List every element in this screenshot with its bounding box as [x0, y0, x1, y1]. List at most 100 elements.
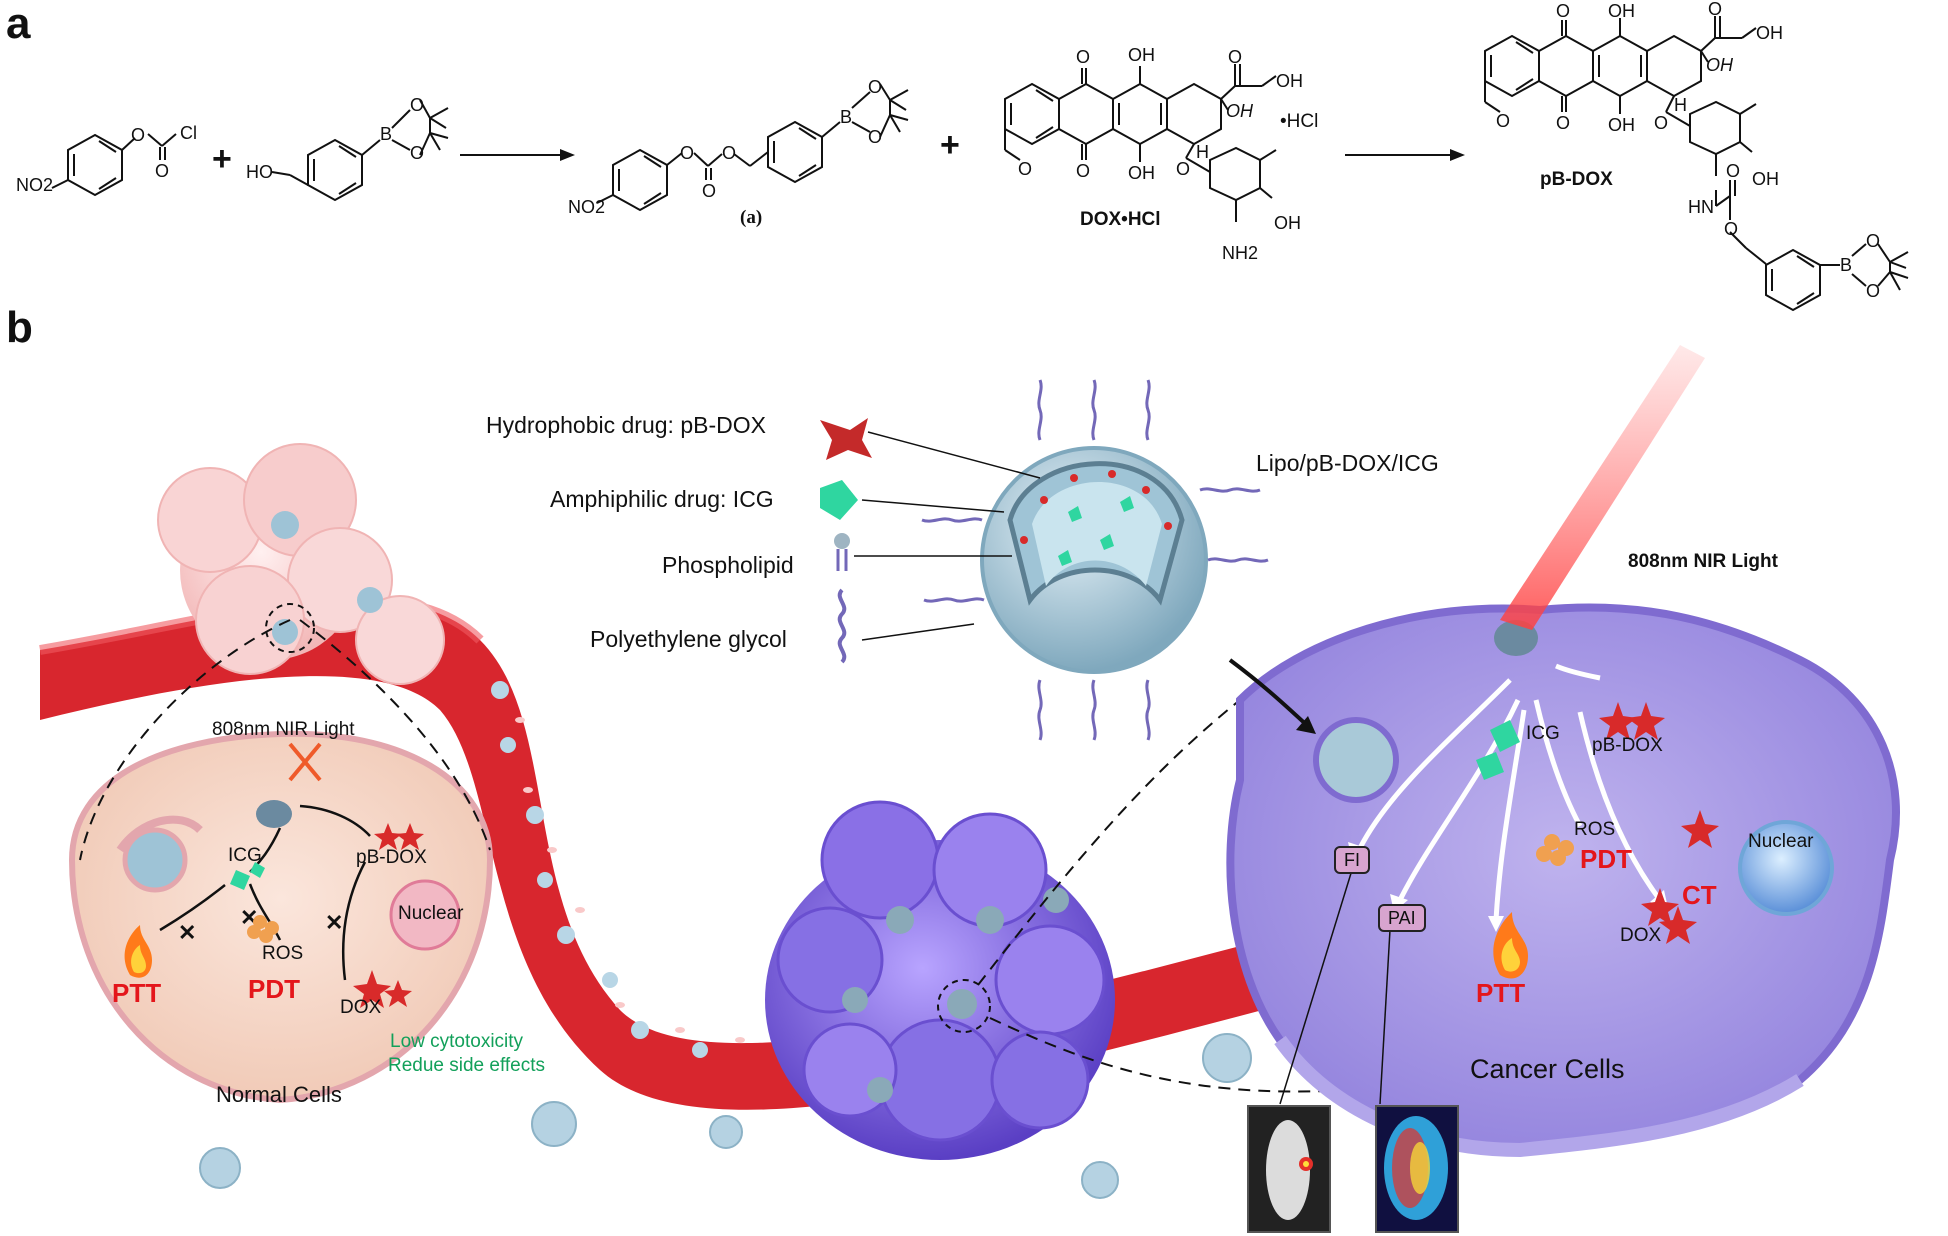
- legend-leader-lines: [854, 431, 1041, 641]
- reagent2-o-top: O: [410, 95, 425, 115]
- intermediate-o3: O: [722, 143, 737, 163]
- cancer-ptt-label: PTT: [1476, 978, 1526, 1008]
- blood-vessel: [40, 600, 1300, 1110]
- legend-amphiphilic: Amphiphilic drug: ICG: [550, 486, 774, 512]
- reduce-side-effects-label: Redue side effects: [388, 1055, 546, 1076]
- cancer-cell: [1226, 603, 1900, 1158]
- reaction-arrow-1-head: [560, 149, 575, 161]
- product-oh-ring: OH: [1706, 55, 1733, 75]
- cancer-pbdox-label: pB-DOX: [1592, 735, 1663, 756]
- reagent1-chloro: Cl: [180, 123, 197, 143]
- blocked-light-cross: [288, 742, 322, 782]
- product-o7: O: [1724, 219, 1739, 239]
- intermediate-bo2: O: [868, 127, 883, 147]
- product-boron: B: [1840, 255, 1853, 275]
- panel-letter-a: a: [6, 0, 31, 48]
- product-oh-top: OH: [1608, 1, 1635, 21]
- reagent2-hydroxyl: HO: [246, 162, 273, 182]
- dox-o5: O: [1176, 159, 1191, 179]
- product-hn: HN: [1688, 197, 1714, 217]
- plus-sign-2: +: [940, 126, 960, 164]
- intermediate-bo1: O: [868, 77, 883, 97]
- normal-tissue-cluster: [157, 443, 445, 685]
- product-oh-mid: OH: [1608, 115, 1635, 135]
- synthesis-scheme: [51, 16, 1909, 312]
- dox-salt: •HCl: [1280, 111, 1319, 132]
- cancer-cells-label: Cancer Cells: [1470, 1054, 1625, 1084]
- dox-oh-bot: OH: [1274, 213, 1301, 233]
- dox-h: H: [1196, 142, 1209, 162]
- fi-imaging-badge: FI: [1334, 846, 1370, 874]
- cancer-nuclear-label: Nuclear: [1748, 831, 1814, 852]
- product-o5: O: [1654, 113, 1669, 133]
- free-nanoparticles: [199, 1033, 1252, 1199]
- reagent1-carbonyl-o: O: [155, 161, 170, 181]
- dox-stars-cancer: [1599, 702, 1719, 944]
- intermediate-nitro: NO2: [568, 197, 606, 217]
- cancer-pathway-arrows: [1357, 663, 1663, 921]
- flame-cancer: [1493, 912, 1528, 979]
- normal-cells-label: Normal Cells: [216, 1082, 342, 1107]
- dox-ring-d: [1166, 82, 1222, 146]
- legend-liposome: Lipo/pB-DOX/ICG: [1256, 450, 1439, 476]
- reagent1-nitro: NO2: [16, 175, 54, 195]
- vessel-cells: [515, 717, 745, 1043]
- dox-label: DOX•HCl: [1080, 209, 1161, 230]
- product-oh-bot: OH: [1752, 169, 1779, 189]
- dox-oh-side: OH: [1276, 71, 1303, 91]
- legend-hydrophobic: Hydrophobic drug: pB-DOX: [486, 412, 766, 438]
- cancer-ct-label: CT: [1682, 880, 1717, 910]
- intermediate-boron: B: [840, 107, 853, 127]
- normal-pdt-label: PDT: [248, 974, 300, 1004]
- panel-letter-b: b: [6, 303, 33, 352]
- product-bo2: O: [1866, 281, 1881, 301]
- product-o1: O: [1556, 1, 1571, 21]
- normal-nuclear-label: Nuclear: [398, 903, 464, 924]
- cancer-pdt-label: PDT: [1580, 844, 1632, 874]
- product-oh-side: OH: [1756, 23, 1783, 43]
- normal-icg-label: ICG: [228, 845, 262, 866]
- dox-oh-ring: OH: [1226, 101, 1253, 121]
- ros-cluster-normal: [247, 915, 279, 943]
- normal-pbdox-label: pB-DOX: [356, 847, 427, 868]
- intermediate-o2: O: [702, 181, 717, 201]
- vessel-nanoparticles: [491, 681, 708, 1058]
- pai-imaging-badge: PAI: [1378, 904, 1426, 932]
- hydrophobic-drug-icon: [820, 418, 872, 460]
- product-h: H: [1674, 95, 1687, 115]
- dox-o1: O: [1076, 47, 1091, 67]
- low-cytotoxicity-label: Low cytotoxicity: [390, 1031, 524, 1052]
- peg-icon: [837, 588, 847, 664]
- svg-text:✕: ✕: [325, 910, 343, 935]
- cancer-dox-label: DOX: [1620, 925, 1662, 946]
- product-o3: O: [1708, 0, 1723, 19]
- icg-molecule-normal: [230, 870, 250, 890]
- product-o4: O: [1496, 111, 1511, 131]
- dox-oh-mid: OH: [1128, 163, 1155, 183]
- dox-o4: O: [1018, 159, 1033, 179]
- dox-nh2: NH2: [1222, 243, 1259, 263]
- legend-phospholipid: Phospholipid: [662, 552, 794, 578]
- liposome: [980, 446, 1208, 674]
- legend-peg: Polyethylene glycol: [590, 626, 787, 652]
- reaction-arrow-2-head: [1450, 149, 1465, 161]
- normal-dox-label: DOX: [340, 997, 382, 1018]
- cancer-light-label: 808nm NIR Light: [1628, 551, 1778, 572]
- normal-ros-label: ROS: [262, 943, 304, 964]
- dox-o2: O: [1076, 161, 1091, 181]
- dox-oh-top: OH: [1128, 45, 1155, 65]
- reagent2-o-bot: O: [410, 143, 425, 163]
- cancer-icg-label: ICG: [1526, 723, 1560, 744]
- intermediate-label: (a): [740, 207, 763, 228]
- nir-beam: [1500, 345, 1705, 630]
- normal-cell: [68, 730, 494, 1104]
- flame-normal: [124, 925, 152, 978]
- cancer-ros-label: ROS: [1574, 819, 1616, 840]
- product-o2: O: [1556, 113, 1571, 133]
- product-bo1: O: [1866, 231, 1881, 251]
- intermediate-o1: O: [680, 143, 695, 163]
- normal-ptt-label: PTT: [112, 978, 162, 1008]
- svg-text:✕: ✕: [178, 920, 196, 945]
- icg-icon: [820, 480, 858, 520]
